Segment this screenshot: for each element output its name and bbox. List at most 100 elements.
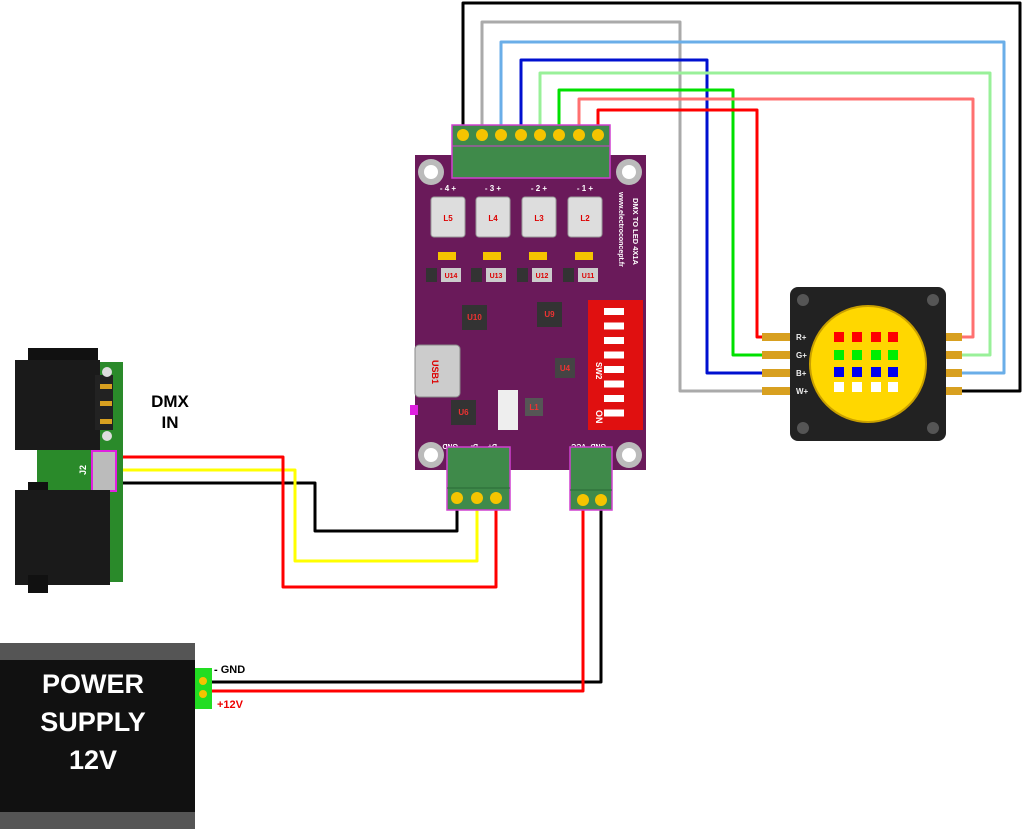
led-pin-left: [762, 369, 792, 377]
capacitor: [438, 252, 456, 260]
led-die: [834, 382, 844, 392]
dip-switch-key[interactable]: [604, 351, 624, 359]
led-pin-right: [944, 351, 962, 359]
led-die: [871, 350, 881, 360]
dip-switch-key[interactable]: [604, 380, 624, 388]
usb-connector[interactable]: [414, 344, 461, 398]
wire-dmx-black: [104, 481, 459, 533]
led-pin-left: [762, 387, 792, 395]
led-die: [888, 382, 898, 392]
label-gnd-power: GND: [590, 442, 606, 449]
button-sw1[interactable]: [410, 405, 418, 415]
output-pin: [476, 129, 488, 141]
dip-switch-key[interactable]: [604, 322, 624, 330]
diode: [563, 268, 574, 282]
inductor: [430, 196, 466, 238]
dip-switch-key[interactable]: [604, 308, 624, 315]
led-pin-label: W+: [796, 387, 809, 396]
led-output-terminal: [451, 124, 611, 179]
inductor: [567, 196, 603, 238]
psu-line1: POWER: [42, 669, 144, 699]
inductor-l1: [525, 398, 543, 416]
driver-ic: [441, 268, 461, 282]
led-pin-label: G+: [796, 351, 807, 360]
chip-u4: [555, 358, 575, 378]
led-pin-right: [944, 387, 962, 395]
diode: [471, 268, 482, 282]
driver-ic: [486, 268, 506, 282]
label-vcc: VCC: [571, 442, 586, 449]
psu-line3: 12V: [69, 745, 117, 775]
led-die: [888, 367, 898, 377]
driver-ic: [532, 268, 552, 282]
led-die: [888, 350, 898, 360]
output-pin: [457, 129, 469, 141]
channel-label: - 3 +: [485, 184, 502, 193]
dip-switch-key[interactable]: [604, 409, 624, 417]
j2-label: J2: [78, 465, 88, 475]
driver-ic: [578, 268, 598, 282]
led-pin-left: [762, 351, 792, 359]
chip-u9-label: U9: [544, 310, 555, 319]
psu-12v-label: +12V: [217, 699, 244, 711]
led-pin-label: R+: [796, 333, 807, 342]
led-die: [852, 382, 862, 392]
driver-ic-label: U13: [490, 273, 503, 280]
chip-u10-label: U10: [467, 313, 482, 322]
wire-salmon-r-right: [577, 97, 975, 339]
driver-ic-label: U14: [445, 273, 458, 280]
wire-lightgreen-g-right: [538, 71, 992, 357]
output-pin: [495, 129, 507, 141]
wire-red-r-left: [596, 108, 770, 339]
j2-header: [91, 450, 117, 492]
led-die: [834, 350, 844, 360]
wire-green-g-left: [557, 88, 770, 357]
diode: [517, 268, 528, 282]
led-die: [834, 367, 844, 377]
dmx-xlr-connector: J2: [15, 348, 123, 593]
psu-line2: SUPPLY: [40, 707, 146, 737]
dmx-wires: [104, 455, 498, 589]
dip-switch-key[interactable]: [604, 366, 624, 373]
output-pin: [515, 129, 527, 141]
led-pin-label: B+: [796, 369, 807, 378]
chip-u9: [537, 302, 562, 327]
led-pin-right: [944, 369, 962, 377]
wire-black-w-right: [461, 1, 1022, 393]
inductor: [475, 196, 511, 238]
inductor: [521, 196, 557, 238]
capacitor: [483, 252, 501, 260]
board-title: DMX TO LED 4X1A: [631, 198, 640, 266]
led-wires: [461, 1, 1022, 393]
output-pin: [573, 129, 585, 141]
power-wires: [205, 500, 603, 693]
output-pin: [592, 129, 604, 141]
psu-terminal: [195, 668, 212, 709]
chip-u10: [462, 305, 487, 330]
channel-label: - 1 +: [577, 184, 594, 193]
label-gnd: GND: [442, 442, 458, 449]
inductor-label: L3: [534, 214, 544, 223]
wire-power-black: [205, 500, 603, 684]
inductor-label: L2: [580, 214, 590, 223]
wire-gray-w-left: [480, 20, 770, 393]
dip-switch[interactable]: [588, 300, 643, 430]
led-die: [871, 332, 881, 342]
capacitor: [575, 252, 593, 260]
usb-label: USB1: [430, 360, 440, 384]
dip-switch-key[interactable]: [604, 337, 624, 344]
led-die: [888, 332, 898, 342]
channel-label: - 4 +: [440, 184, 457, 193]
rgbw-led-module: R+ G+ B+ W+: [762, 287, 962, 441]
dmx-input-terminal: [446, 446, 511, 511]
driver-ic-label: U12: [536, 273, 549, 280]
inductor-label: L5: [443, 214, 453, 223]
output-pin: [553, 129, 565, 141]
wire-dmx-yellow: [104, 468, 479, 563]
dip-on-label: ON: [594, 410, 604, 424]
wire-power-red: [205, 500, 585, 693]
dip-switch-key[interactable]: [604, 395, 624, 402]
